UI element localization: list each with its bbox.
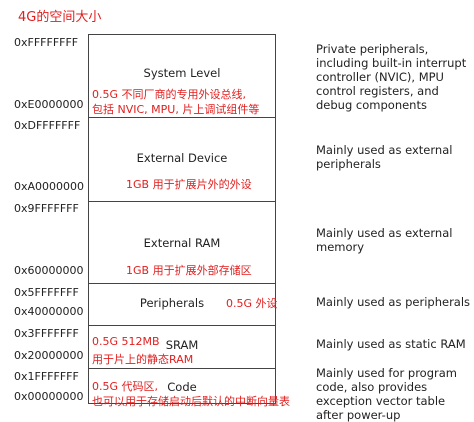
note-system-level-1: 0.5G 不同厂商的专用外设总线, [92, 88, 247, 101]
description-external-device: Mainly used as external peripherals [316, 143, 453, 171]
region-sram: SRAM [165, 338, 199, 352]
region-divider [89, 117, 275, 118]
note-system-level-2: 包括 NVIC, MPU, 片上调试组件等 [92, 103, 260, 116]
region-divider [89, 368, 275, 369]
diagram-title: 4G的空间大小 [18, 10, 102, 25]
address-label: 0xE0000000 [14, 98, 84, 111]
address-label: 0x3FFFFFFF [14, 327, 79, 340]
address-label: 0x40000000 [14, 305, 84, 318]
address-label: 0x60000000 [14, 264, 84, 277]
note-sram-2: 用于片上的静态RAM [92, 353, 194, 366]
address-label: 0x1FFFFFFF [14, 370, 79, 383]
region-external-ram: External RAM [143, 236, 221, 250]
address-label: 0x00000000 [14, 390, 84, 403]
address-label: 0xA0000000 [14, 180, 85, 193]
memory-map: System Level External Device External RA… [88, 34, 276, 404]
description-external-ram: Mainly used as external memory [316, 226, 453, 254]
address-label: 0x9FFFFFFF [14, 202, 79, 215]
region-divider [89, 325, 275, 326]
address-label: 0xFFFFFFFF [14, 36, 79, 49]
note-external-device: 1GB 用于扩展片外的外设 [126, 178, 252, 191]
region-divider [89, 201, 275, 202]
note-code-1: 0.5G 代码区, [92, 380, 159, 393]
address-label: 0x5FFFFFFF [14, 286, 79, 299]
note-peripherals: 0.5G 外设 [226, 297, 278, 310]
description-system-level: Private peripherals, including built-in … [316, 42, 467, 112]
region-divider [89, 283, 275, 284]
region-code: Code [167, 380, 197, 394]
note-code-2: 也可以用于存储启动后默认的中断向量表 [92, 395, 290, 408]
description-peripherals: Mainly used as peripherals [316, 295, 471, 309]
note-sram-1: 0.5G 512MB [92, 335, 160, 348]
description-code: Mainly used for program code, also provi… [316, 366, 457, 422]
note-external-ram: 1GB 用于扩展外部存储区 [126, 264, 252, 277]
address-label: 0x20000000 [14, 349, 84, 362]
region-peripherals: Peripherals [139, 296, 205, 310]
region-external-device: External Device [136, 151, 228, 165]
region-system-level: System Level [143, 66, 221, 80]
description-sram: Mainly used as static RAM [316, 337, 466, 351]
address-label: 0xDFFFFFFF [14, 119, 81, 132]
